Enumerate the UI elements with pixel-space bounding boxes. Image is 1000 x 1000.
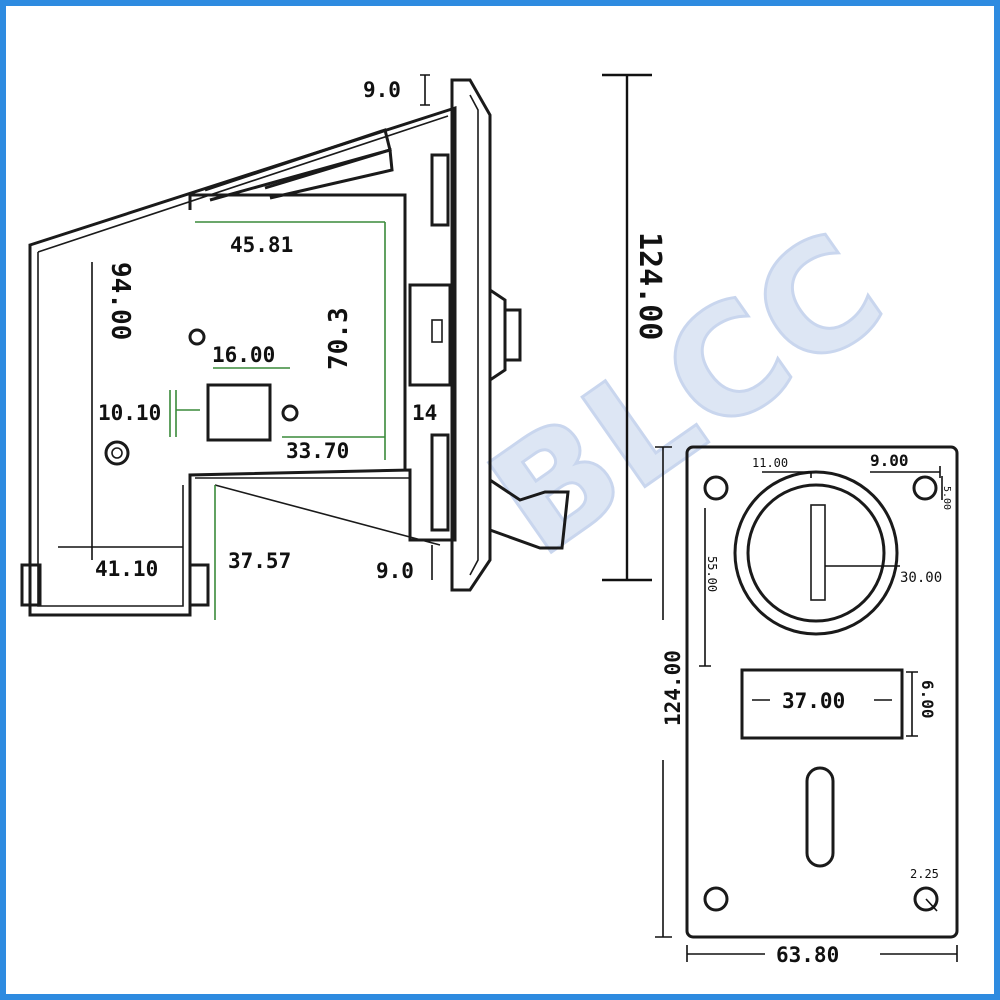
- front-flange: [450, 78, 492, 592]
- dim-top-offset: 9.0: [363, 78, 401, 102]
- dim-boss-offset: 33.70: [286, 439, 349, 463]
- side-view: 9.0 45.81 70.3 94.00 16.00 10.10 33.70 1…: [20, 74, 570, 620]
- dim-9-top-line: [420, 74, 430, 106]
- coin-ring-inner: [746, 483, 886, 623]
- nose-block: [408, 283, 452, 387]
- right-foot-clip: [188, 563, 210, 607]
- mount-hole-lower-inner: [111, 447, 123, 459]
- dim-plate-width: 63.80: [776, 943, 839, 967]
- lower-rib: [264, 148, 394, 200]
- upper-tab: [430, 153, 450, 227]
- dim-10-10-line: [169, 390, 200, 437]
- front-plate: 11.00 9.00 5.00 55.00 30.00 124.00 37.00…: [655, 445, 959, 967]
- square-boss: [206, 383, 272, 442]
- dim-height: 94.00: [105, 262, 135, 340]
- dim-coin-diameter: 30.00: [900, 570, 942, 586]
- side-body-outline: [28, 105, 457, 617]
- flange-lip: [469, 94, 479, 576]
- dim-plate-height: 124.00: [661, 650, 685, 726]
- dim-hole-offset-x: 9.00: [870, 451, 909, 470]
- dim-window-height: 6.00: [918, 680, 937, 719]
- dim-6-line: [906, 671, 918, 737]
- dim-boss-height: 10.10: [98, 401, 161, 425]
- dim-window-width: 37.00: [782, 689, 845, 713]
- coin-button: [489, 288, 522, 382]
- dim-9-line: [870, 466, 941, 478]
- dim-hole-diameter: 2.25: [910, 867, 939, 881]
- dim-hole-offset-y: 5.00: [941, 486, 952, 510]
- dim-plate-height-line: [655, 446, 672, 938]
- coin-ring-outer: [733, 470, 899, 636]
- dim-top-width: 45.81: [230, 233, 293, 257]
- hole-top-right: [912, 475, 938, 501]
- dim-boss-width: 16.00: [212, 343, 275, 367]
- side-body-inner-line: [37, 115, 449, 607]
- hole-top-left: [703, 475, 729, 501]
- overall-height-label: 124.00: [632, 232, 667, 340]
- overall-height-line: [602, 73, 652, 582]
- dim-plate-width-line: [686, 945, 958, 962]
- lower-tab: [430, 433, 450, 532]
- dim-base-width: 41.10: [95, 557, 158, 581]
- dim-2-25-line: [925, 898, 938, 912]
- mount-hole-upper: [188, 328, 206, 346]
- nose-slot: [431, 319, 443, 343]
- mount-hole-lower: [104, 440, 130, 466]
- dim-55-line: [699, 508, 711, 667]
- display-window: [740, 668, 904, 740]
- dim-nose: 14: [412, 401, 437, 425]
- upper-rib: [204, 128, 392, 202]
- left-foot-clip: [20, 563, 42, 607]
- dim-45-81-line: [195, 221, 386, 460]
- plate-outline: [685, 445, 959, 939]
- hole-bottom-left: [703, 886, 729, 912]
- chute-wedge: [195, 477, 441, 546]
- return-chute: [489, 478, 570, 550]
- dim-coin-center: 55.00: [705, 556, 719, 592]
- overall-height-dimension: 124.00: [602, 73, 667, 582]
- dim-chute-width: 37.57: [228, 549, 291, 573]
- dim-slot-offset: 11.00: [752, 456, 788, 470]
- dim-inner-height: 70.3: [324, 307, 354, 370]
- mount-hole-right: [281, 404, 299, 422]
- inner-box: [188, 193, 407, 470]
- dim-11-line: [762, 471, 812, 478]
- return-slot: [805, 766, 835, 868]
- coin-slot: [810, 504, 826, 601]
- hole-bottom-right: [913, 886, 939, 912]
- dim-bottom-offset: 9.0: [376, 559, 414, 583]
